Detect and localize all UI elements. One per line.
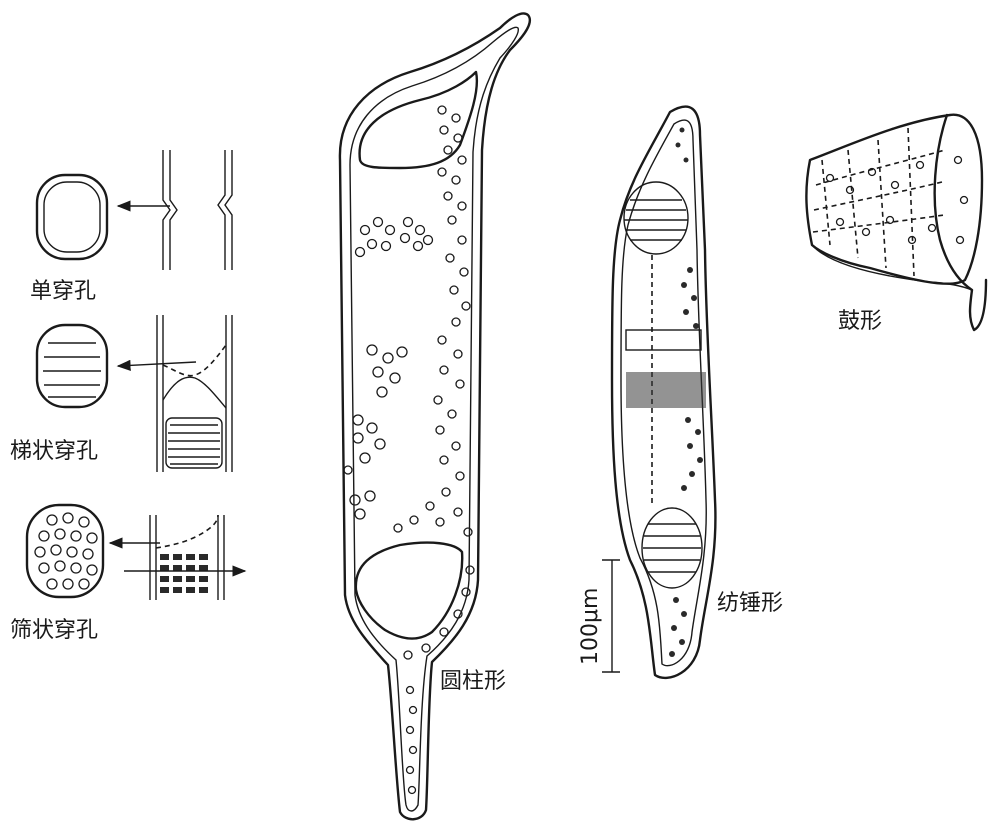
label-simple-perforation: 单穿孔	[30, 279, 96, 304]
simple-perforation-wall	[162, 150, 233, 270]
label-drum-shaped: 鼓形	[838, 309, 882, 334]
scale-bar	[602, 559, 620, 673]
label-scalariform-perforation: 梯状穿孔	[10, 439, 98, 464]
label-foraminate-perforation: 筛状穿孔	[10, 618, 98, 643]
drum-shaped-vessel-element	[805, 113, 988, 332]
foraminate-perforation-wall	[149, 514, 225, 600]
label-cylindrical: 圆柱形	[440, 669, 506, 694]
scalariform-perforation-plate	[35, 323, 109, 409]
foraminate-perforation-plate	[25, 503, 105, 599]
scalariform-perforation-wall	[156, 315, 233, 472]
simple-perforation-plate	[35, 173, 109, 261]
fusiform-vessel-element	[610, 105, 717, 680]
cylindrical-vessel-element	[338, 12, 532, 821]
label-fusiform: 纺锤形	[717, 591, 783, 616]
scale-bar-label: 100μm	[578, 588, 603, 665]
scalariform-perforation-arrow	[116, 359, 197, 371]
